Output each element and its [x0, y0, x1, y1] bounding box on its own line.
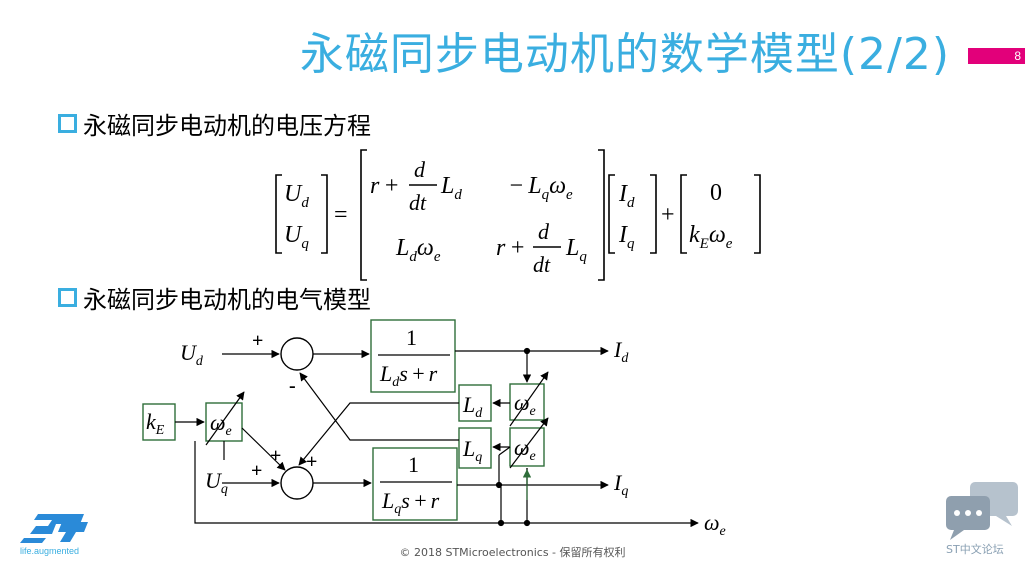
sign-sum2-upper-right: + [306, 451, 317, 473]
eq-m22-den: dt [533, 252, 551, 277]
mult-we-upper-label: ωe [514, 390, 536, 419]
section-voltage-equation: 永磁同步电动机的电压方程 [58, 106, 371, 141]
mult-we-lower-label: ωe [514, 435, 536, 464]
eq-m11-den: dt [409, 190, 427, 215]
section-voltage-label: 永磁同步电动机的电压方程 [83, 112, 371, 140]
eq-iq: Iq [618, 222, 635, 252]
eq-uq: Uq [284, 222, 309, 252]
eq-plus: + [661, 202, 675, 228]
slide-title: 永磁同步电动机的数学模型(2/2) [299, 29, 950, 80]
eq-equals: = [334, 202, 348, 228]
output-id-label: Id [613, 337, 629, 366]
eq-m11-num: d [414, 157, 426, 182]
section-electrical-model: 永磁同步电动机的电气模型 [58, 280, 371, 315]
eq-zero: 0 [710, 180, 722, 206]
sign-sum2-upper-left: + [270, 445, 281, 467]
tf-d-den: Lds+r [379, 361, 438, 390]
tf-d-block [370, 319, 456, 393]
gain-ld-label: Ld [462, 392, 483, 421]
page-number-badge: 8 [968, 48, 1025, 64]
eq-m22-l: Lq [565, 235, 587, 265]
eq-m12: −Lqωe [508, 173, 573, 203]
sign-sum1-top: + [252, 330, 263, 352]
eq-m11: r+ [370, 173, 400, 199]
sign-sum2-left: + [251, 460, 262, 482]
eq-m22-num: d [538, 219, 550, 244]
tf-d-num: 1 [406, 325, 417, 350]
eq-id: Id [618, 181, 635, 211]
output-we-label: ωe [704, 510, 726, 539]
eq-m11-l: Ld [440, 173, 462, 203]
logo-tagline: life.augmented [20, 546, 80, 556]
tf-q-block [372, 447, 458, 521]
gain-lq-block [458, 427, 492, 469]
gain-ld-block [458, 384, 492, 422]
output-iq-label: Iq [613, 470, 628, 499]
section-model-label: 永磁同步电动机的电气模型 [83, 286, 371, 314]
input-ud-label: Ud [180, 340, 204, 369]
eq-m22: r+ [496, 235, 526, 261]
bullet-square-icon [58, 288, 77, 307]
tf-q-num: 1 [408, 452, 419, 477]
tf-q-den: Lqs+r [381, 488, 440, 517]
eq-m21: Ldωe [395, 235, 441, 265]
we-mult-input-label: ωe [210, 410, 232, 439]
bullet-square-icon [58, 114, 77, 133]
gain-lq-label: Lq [462, 436, 482, 465]
sign-sum1-bottom: - [289, 375, 296, 397]
input-uq-label: Uq [205, 468, 228, 497]
eq-ud: Ud [284, 181, 309, 211]
ke-label: kE [146, 409, 165, 438]
forum-label: ST中文论坛 [946, 543, 1004, 556]
footer-copyright: © 2018 STMicroelectronics - 保留所有权利 [399, 546, 626, 559]
eq-ke-we: kEωe [689, 222, 733, 252]
